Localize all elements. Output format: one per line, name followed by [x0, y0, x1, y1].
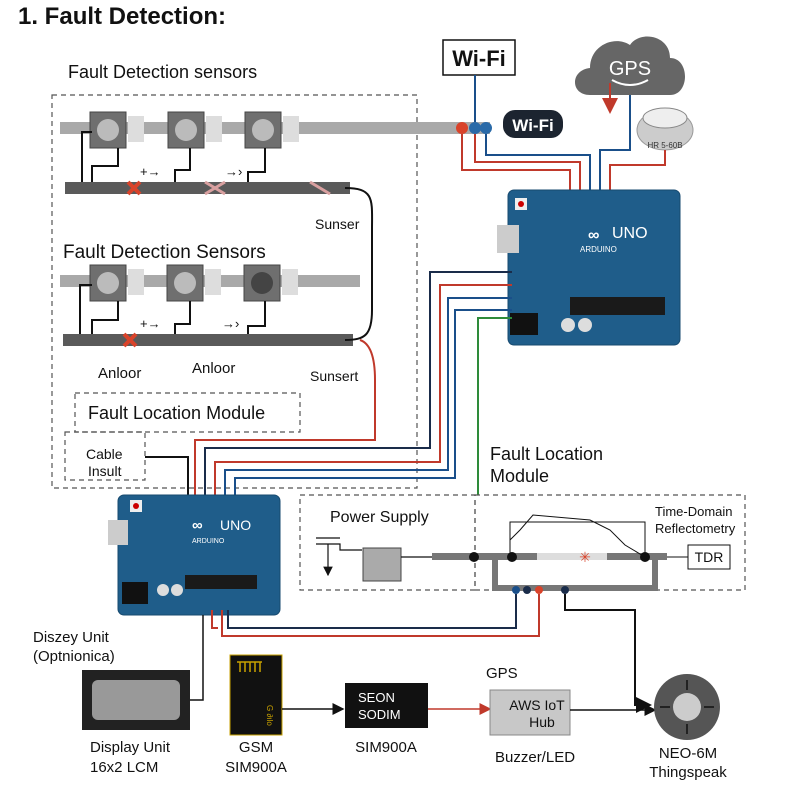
- sensor-unit: [244, 111, 299, 149]
- svg-text:Insult: Insult: [88, 463, 122, 479]
- svg-text:(Optnionica): (Optnionica): [33, 648, 115, 665]
- svg-text:G ∂ılo: G ∂ılo: [265, 705, 274, 726]
- cloud-icon: GPS: [575, 36, 685, 95]
- svg-text:ARDUINO: ARDUINO: [192, 538, 225, 545]
- svg-text:Thingspeak: Thingspeak: [649, 764, 727, 781]
- svg-text:Fault Location: Fault Location: [490, 444, 603, 464]
- svg-text:Power Supply: Power Supply: [330, 509, 429, 526]
- svg-text:NEO-6M: NEO-6M: [659, 745, 717, 762]
- svg-text:Reflectometry: Reflectometry: [655, 521, 736, 536]
- svg-text:ARDUINO: ARDUINO: [580, 245, 617, 254]
- sensor-disk-icon: HR 5-60B: [636, 107, 694, 151]
- svg-text:Hub: Hub: [529, 714, 555, 730]
- svg-text:+→: +→: [140, 164, 161, 179]
- svg-text:∞: ∞: [588, 227, 599, 244]
- svg-text:HR 5-60B: HR 5-60B: [647, 141, 682, 150]
- sensors-heading-2: Fault Detection Sensors: [63, 242, 266, 263]
- tdr-box: [687, 544, 731, 570]
- anloor-label-2: Anloor: [192, 360, 235, 377]
- svg-text:Cable: Cable: [86, 446, 123, 462]
- svg-text:SIM900A: SIM900A: [225, 759, 287, 776]
- svg-text:GPS: GPS: [486, 665, 518, 682]
- sensor-unit: [167, 111, 222, 149]
- loop-cable: [344, 187, 374, 341]
- lcd-display-icon: [82, 670, 190, 730]
- svg-text:UNO: UNO: [220, 517, 251, 533]
- sim900a-module-icon: SEON SODIM: [345, 683, 428, 728]
- svg-text:SODIM: SODIM: [358, 707, 401, 722]
- fault-location-box: [74, 392, 301, 433]
- wifi-box: [442, 39, 516, 76]
- arduino-uno-top: ∞ UNO ARDUINO: [497, 189, 681, 346]
- svg-text:+→: +→: [140, 316, 161, 331]
- svg-text:16x2 LCM: 16x2 LCM: [90, 759, 158, 776]
- svg-text:SEON: SEON: [358, 690, 395, 705]
- svg-text:GSM: GSM: [239, 739, 273, 756]
- svg-text:GPS: GPS: [609, 58, 651, 80]
- aws-iot-hub-box: AWS IoT Hub: [489, 689, 571, 736]
- sensor-row-1: +→ →› Sunser: [60, 111, 460, 232]
- page-title: 1. Fault Detection:: [18, 3, 226, 30]
- svg-text:Display Unit: Display Unit: [90, 739, 171, 756]
- svg-text:→›: →›: [222, 316, 239, 331]
- svg-text:SIM900A: SIM900A: [355, 739, 417, 756]
- arduino-uno-bottom: ∞ UNO ARDUINO: [108, 494, 281, 616]
- sensor-unit: [243, 264, 298, 302]
- svg-text:→›: →›: [225, 164, 242, 179]
- svg-text:Buzzer/LED: Buzzer/LED: [495, 749, 575, 766]
- svg-text:Fault Location Module: Fault Location Module: [88, 403, 265, 423]
- gsm-module-icon: G ∂ılo: [229, 654, 283, 736]
- svg-text:Module: Module: [490, 466, 549, 486]
- anloor-label-1: Anloor: [98, 365, 141, 382]
- svg-text:Time-Domain: Time-Domain: [655, 504, 733, 519]
- svg-text:∞: ∞: [192, 517, 203, 534]
- sensor-label-2: Sunsert: [310, 368, 358, 384]
- sensor-unit: [166, 264, 221, 302]
- power-supply-unit: [362, 547, 402, 582]
- sensor-unit: [89, 111, 144, 149]
- sensor-unit: [89, 264, 144, 302]
- neo-6m-gps-icon: [654, 674, 720, 740]
- sensor-row-2: +→ →› Anloor Anloor Sunsert: [60, 264, 360, 384]
- sensors-heading: Fault Detection sensors: [68, 62, 257, 82]
- sensor-label: Sunser: [315, 216, 360, 232]
- svg-text:UNO: UNO: [612, 225, 648, 242]
- wifi-logo: [503, 110, 563, 138]
- svg-text:Diszey Unit: Diszey Unit: [33, 629, 110, 646]
- svg-text:AWS IoT: AWS IoT: [509, 697, 565, 713]
- svg-text:TDR: TDR: [695, 549, 724, 565]
- svg-text:Wi-Fi: Wi-Fi: [452, 46, 506, 71]
- svg-text:✳: ✳: [579, 549, 591, 565]
- svg-text:Wi-Fi: Wi-Fi: [512, 116, 553, 135]
